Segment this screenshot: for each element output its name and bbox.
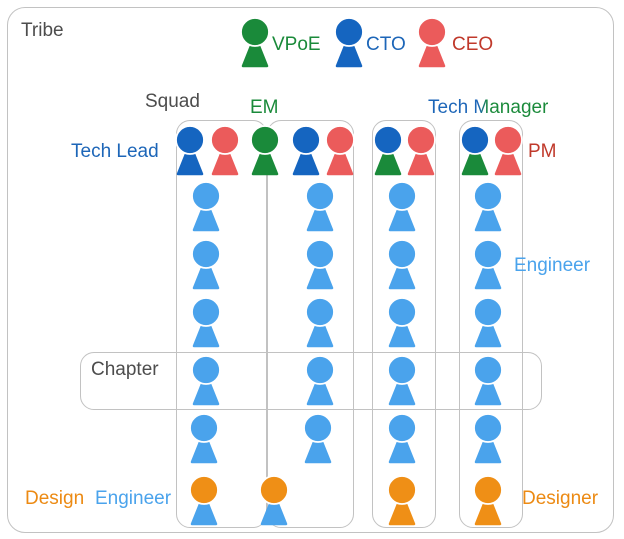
engineer-person-icon (473, 239, 503, 290)
design-engineer-person-icon (259, 475, 289, 526)
legend-vpoe-label: VPoE (272, 34, 321, 55)
cto-person-icon (334, 17, 364, 68)
designer-person-icon (473, 475, 503, 526)
pm-person-icon (210, 125, 240, 176)
engineer-person-icon (303, 413, 333, 464)
legend-ceo-label: CEO (452, 34, 494, 55)
designer-person-icon (387, 475, 417, 526)
vpoe-person-icon (240, 17, 270, 68)
engineer-person-icon (473, 413, 503, 464)
squad-box-4 (459, 120, 523, 528)
design-engineer-person-icon (189, 475, 219, 526)
engineer-person-icon (387, 239, 417, 290)
tech-lead-person-icon (175, 125, 205, 176)
engineer-person-icon (473, 181, 503, 232)
engineer-label: Engineer (514, 255, 591, 276)
engineer-person-icon (387, 355, 417, 406)
squad-box-2 (267, 120, 354, 528)
ceo-person-icon (417, 17, 447, 68)
tech-manager-text: Tech Manager (428, 97, 549, 118)
engineer-person-icon (191, 355, 221, 406)
pm-label: PM (528, 141, 557, 162)
legend-cto-label: CTO (366, 34, 406, 55)
pm-person-icon (325, 125, 355, 176)
engineer-person-icon (305, 181, 335, 232)
pm-person-icon (406, 125, 436, 176)
engineer-person-icon (305, 239, 335, 290)
squad-box-1 (176, 120, 267, 528)
chapter-label: Chapter (91, 359, 159, 380)
tribe-box (7, 7, 614, 533)
engineer-person-icon (387, 413, 417, 464)
design-engineer-engineer-label: Engineer (95, 488, 172, 509)
tech-lead-label: Tech Lead (71, 141, 159, 162)
tech-manager-label: Tech Manager (428, 97, 548, 119)
engineer-person-icon (191, 181, 221, 232)
engineer-person-icon (189, 413, 219, 464)
tech-manager-person-icon (373, 125, 403, 176)
engineer-person-icon (191, 297, 221, 348)
pm-person-icon (493, 125, 523, 176)
engineer-person-icon (473, 355, 503, 406)
engineer-person-icon (473, 297, 503, 348)
designer-label: Designer (522, 488, 599, 509)
squad-label: Squad (145, 91, 200, 112)
em-label: EM (250, 97, 279, 118)
design-engineer-design-label: Design (25, 488, 85, 509)
tech-manager-person-icon (460, 125, 490, 176)
squad-box-3 (372, 120, 436, 528)
engineer-person-icon (305, 355, 335, 406)
tribe-label: Tribe (21, 20, 64, 41)
engineer-person-icon (387, 181, 417, 232)
engineer-person-icon (387, 297, 417, 348)
tech-lead-person-icon (291, 125, 321, 176)
em-person-icon (250, 125, 280, 176)
engineer-person-icon (191, 239, 221, 290)
chapter-box (80, 352, 542, 410)
engineer-person-icon (305, 297, 335, 348)
